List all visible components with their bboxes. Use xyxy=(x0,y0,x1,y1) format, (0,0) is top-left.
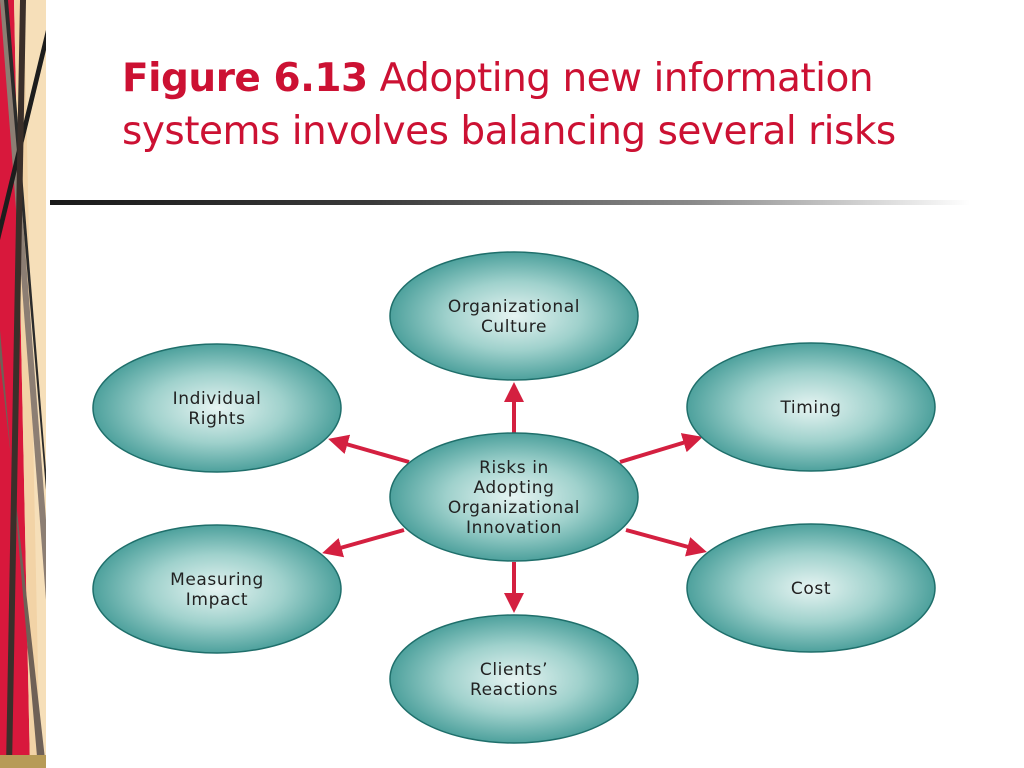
slide-title: Figure 6.13 Adopting new information sys… xyxy=(122,52,982,158)
node-clients-reactions: Clients’Reactions xyxy=(389,614,639,744)
node-cost: Cost xyxy=(686,523,936,653)
figure-label: Figure 6.13 xyxy=(122,56,368,101)
center-label-line: Adopting xyxy=(473,478,554,498)
arrow-to-individual-rights xyxy=(328,434,410,464)
clients-reactions-label-line: Clients’ xyxy=(480,660,548,680)
individual-rights-label-line: Individual xyxy=(173,389,262,409)
cost-label-line: Cost xyxy=(791,579,831,599)
arrow-to-cost xyxy=(625,528,707,557)
title-divider xyxy=(50,200,970,205)
measuring-impact-label-line: Measuring xyxy=(170,570,264,590)
timing-ellipse xyxy=(686,342,936,472)
center-ellipse xyxy=(389,432,639,562)
center-label-line: Innovation xyxy=(466,518,562,538)
measuring-impact-ellipse xyxy=(92,524,342,654)
organizational-culture-label-line: Culture xyxy=(481,317,547,337)
organizational-culture-label-line: Organizational xyxy=(448,297,580,317)
node-timing: Timing xyxy=(686,342,936,472)
cost-ellipse xyxy=(686,523,936,653)
center-label-line: Organizational xyxy=(448,498,580,518)
clients-reactions-label-line: Reactions xyxy=(470,680,558,700)
arrow-to-timing xyxy=(619,433,703,464)
center-label-line: Risks in xyxy=(479,458,549,478)
figure-caption: Adopting new information systems involve… xyxy=(122,56,896,154)
clients-reactions-ellipse xyxy=(389,614,639,744)
left-decorative-band xyxy=(0,0,46,768)
measuring-impact-label-line: Impact xyxy=(186,590,248,610)
individual-rights-label-line: Rights xyxy=(188,409,245,429)
organizational-culture-ellipse xyxy=(389,251,639,381)
timing-label-line: Timing xyxy=(779,398,841,418)
arrow-to-measuring-impact xyxy=(322,528,405,558)
individual-rights-ellipse xyxy=(92,343,342,473)
